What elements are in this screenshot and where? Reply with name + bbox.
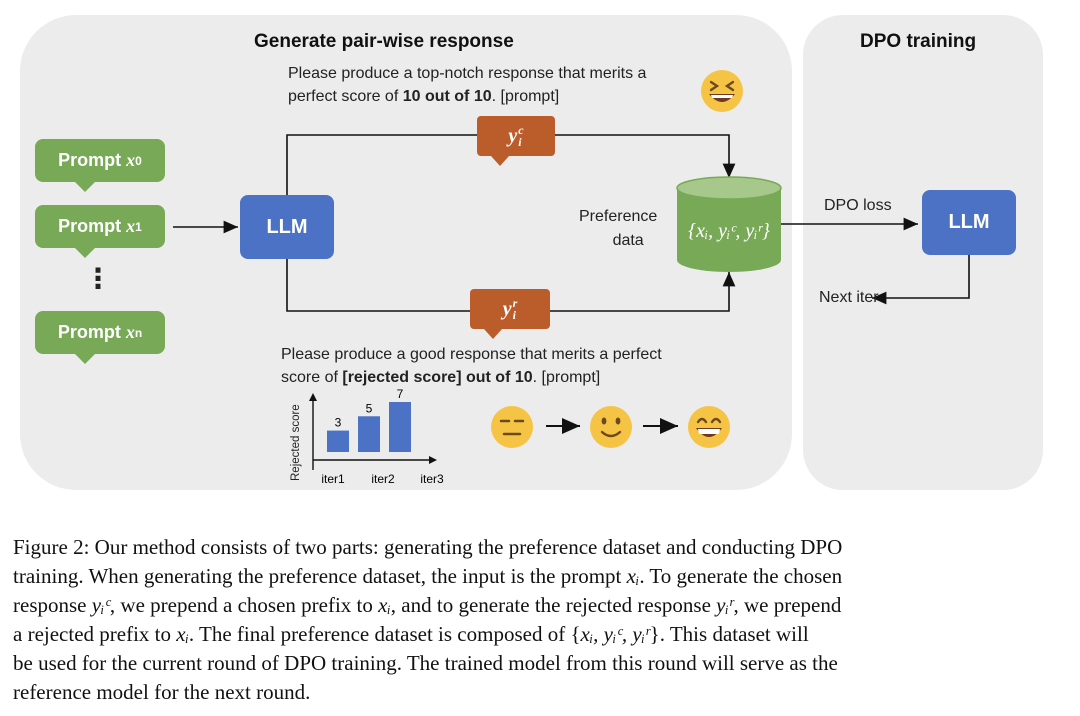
caption-line-2: training. When generating the preference… xyxy=(13,564,843,588)
dataset-formula: {xᵢ, yᵢᶜ, yᵢʳ} xyxy=(688,220,770,242)
laughing-face-icon xyxy=(701,70,743,112)
chart-x-axis-arrowhead xyxy=(429,456,437,464)
preference-data-cylinder xyxy=(676,176,782,272)
next-iter-label: Next iter xyxy=(819,289,879,306)
chart-bar-iter1 xyxy=(327,430,349,452)
chart-value-label: 3 xyxy=(335,416,342,430)
caption-line-5: be used for the current round of DPO tra… xyxy=(13,651,838,675)
caption-line-4: a rejected prefix to xᵢ. The final prefe… xyxy=(13,622,809,646)
chart-tick-iter3: iter3 xyxy=(420,472,444,485)
chart-bar-iter3 xyxy=(389,402,411,452)
chart-tick-iter2: iter2 xyxy=(371,472,395,485)
rejected-prompt-text: Please produce a good response that meri… xyxy=(281,346,662,386)
chart-bar-iter2 xyxy=(358,416,380,452)
chosen-prompt-text: Please produce a top-notch response that… xyxy=(288,65,647,105)
slight-smile-icon xyxy=(590,406,632,448)
caption-line-6: reference model for the next round. xyxy=(13,680,311,704)
llm-generator-box: LLM xyxy=(240,195,334,259)
ellipsis: ⋮ xyxy=(84,263,112,294)
chart-tick-iter1: iter1 xyxy=(321,472,345,485)
chart-y-axis-arrowhead xyxy=(309,393,317,401)
llm-trained-box: LLM xyxy=(922,190,1016,255)
rejected-score-chart: Rejected score 3 5 7 iter1 iter2 iter3 xyxy=(290,387,444,485)
dpo-loss-label: DPO loss xyxy=(824,197,892,214)
caption-line-1: Figure 2: Our method consists of two par… xyxy=(13,535,843,559)
dpo-panel-title: DPO training xyxy=(860,31,977,52)
chart-value-label: 7 xyxy=(397,387,404,401)
figure-caption: Figure 2: Our method consists of two par… xyxy=(13,533,1058,707)
neutral-face-icon xyxy=(491,406,533,448)
chart-ylabel: Rejected score xyxy=(290,404,302,481)
generate-panel-title: Generate pair-wise response xyxy=(254,31,514,52)
chart-value-label: 5 xyxy=(366,401,373,415)
grinning-face-icon xyxy=(688,406,730,448)
caption-line-3: response yᵢᶜ, we prepend a chosen prefix… xyxy=(13,593,842,617)
